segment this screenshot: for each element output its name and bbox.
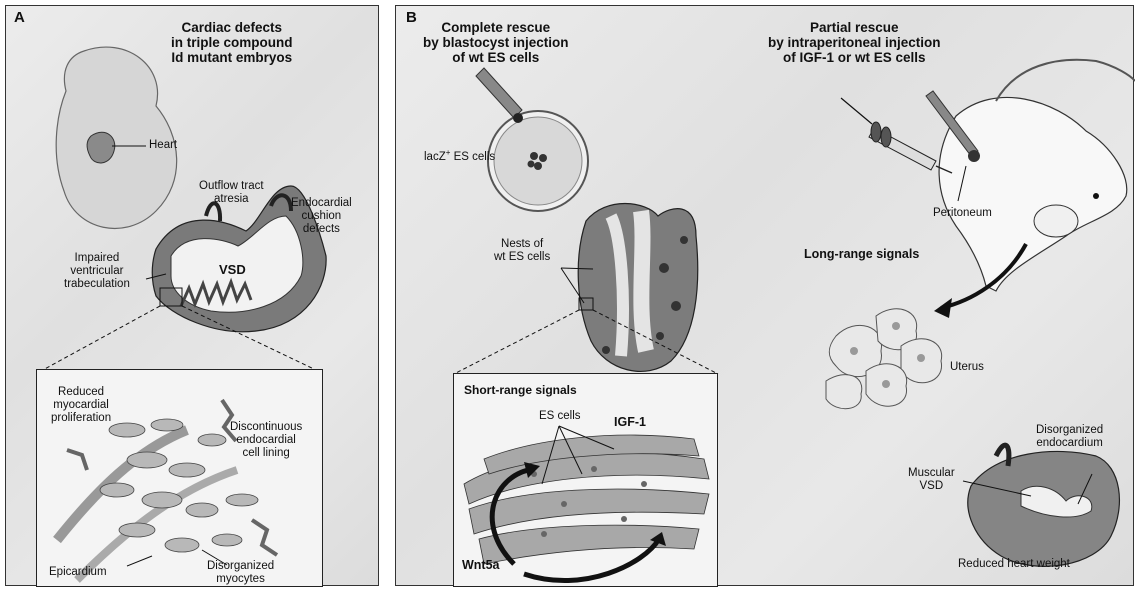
impaired-line-2: ventricular [64, 265, 130, 278]
outflow-label: Outflow tract atresia [199, 180, 264, 206]
disorganized-myocytes-line-2: myocytes [207, 573, 274, 586]
outflow-line-2: atresia [199, 193, 264, 206]
es-cell-tissue-illustration [454, 374, 719, 588]
injection-pipette [476, 68, 522, 118]
disorganized-endo-line-2: endocardium [1036, 437, 1103, 450]
panel-a-inset: Reduced myocardial proliferation Discont… [36, 369, 323, 587]
peritoneum-label: Peritoneum [933, 207, 992, 220]
complete-rescue-line-1: Complete rescue [423, 20, 569, 35]
panel-a-title-line-3: Id mutant embryos [171, 50, 293, 65]
panel-a-letter: A [14, 9, 25, 26]
panel-a-title-line-1: Cardiac defects [171, 20, 293, 35]
uterus-label: Uterus [950, 361, 984, 374]
heart-label: Heart [149, 139, 177, 152]
muscular-vsd-label: Muscular VSD [908, 467, 955, 493]
disorganized-endo-label: Disorganized endocardium [1036, 424, 1103, 450]
impaired-label: Impaired ventricular trabeculation [64, 252, 130, 291]
short-range-label: Short-range signals [464, 384, 577, 397]
complete-rescue-line-3: of wt ES cells [423, 50, 569, 65]
discontinuous-line-3: cell lining [230, 447, 302, 460]
complete-rescue-title: Complete rescue by blastocyst injection … [423, 20, 569, 65]
panel-a-title: Cardiac defects in triple compound Id mu… [171, 20, 293, 65]
nests-line-2: wt ES cells [494, 251, 550, 264]
nests-label: Nests of wt ES cells [494, 238, 550, 264]
vsd-label: VSD [219, 263, 246, 276]
lacz-text: lacZ [424, 151, 446, 163]
discontinuous-label: Discontinuous endocardial cell lining [230, 421, 302, 460]
disorganized-endo-line-1: Disorganized [1036, 424, 1103, 437]
reduced-prolif-label: Reduced myocardial proliferation [51, 386, 111, 425]
impaired-line-1: Impaired [64, 252, 130, 265]
lacz-rest-text: ES cells [450, 151, 495, 163]
partial-rescue-line-3: of IGF-1 or wt ES cells [768, 50, 941, 65]
nests-line-1: Nests of [494, 238, 550, 251]
endocardial-cushion-label: Endocardial cushion defects [291, 197, 352, 236]
partial-rescue-line-1: Partial rescue [768, 20, 941, 35]
outflow-line-1: Outflow tract [199, 180, 264, 193]
disorganized-myocytes-line-1: Disorganized [207, 560, 274, 573]
mouse-body [939, 97, 1127, 291]
reduced-weight-label: Reduced heart weight [958, 558, 1070, 571]
reduced-prolif-line-2: myocardial [51, 399, 111, 412]
es-cells-label: ES cells [539, 410, 581, 423]
partial-rescue-line-2: by intraperitoneal injection [768, 35, 941, 50]
impaired-line-3: trabeculation [64, 278, 130, 291]
endocardial-cushion-line-2: cushion [291, 210, 352, 223]
muscular-vsd-line-2: VSD [908, 480, 955, 493]
muscular-vsd-line-1: Muscular [908, 467, 955, 480]
embryo-heart [87, 132, 115, 163]
igf1-label: IGF-1 [614, 416, 646, 429]
reduced-prolif-line-3: proliferation [51, 412, 111, 425]
wnt5a-label: Wnt5a [462, 559, 500, 572]
panel-b: B Complete rescue by blastocyst injectio… [395, 5, 1134, 586]
embryo-outline [56, 47, 176, 228]
epicardium-label: Epicardium [49, 566, 107, 579]
long-range-label: Long-range signals [804, 248, 919, 261]
endocardial-cushion-line-1: Endocardial [291, 197, 352, 210]
disorganized-myocytes-label: Disorganized myocytes [207, 560, 274, 586]
endocardial-cushion-line-3: defects [291, 223, 352, 236]
discontinuous-line-2: endocardial [230, 434, 302, 447]
panel-a-title-line-2: in triple compound [171, 35, 293, 50]
panel-b-letter: B [406, 9, 417, 26]
reduced-prolif-line-1: Reduced [51, 386, 111, 399]
panel-b-inset: Short-range signals ES cells IGF-1 Wnt5a [453, 373, 718, 587]
complete-rescue-line-2: by blastocyst injection [423, 35, 569, 50]
panel-a: A Cardiac defects in triple compound Id … [5, 5, 379, 586]
discontinuous-line-1: Discontinuous [230, 421, 302, 434]
lacz-label: lacZ+ ES cells [424, 146, 495, 164]
partial-rescue-title: Partial rescue by intraperitoneal inject… [768, 20, 941, 65]
